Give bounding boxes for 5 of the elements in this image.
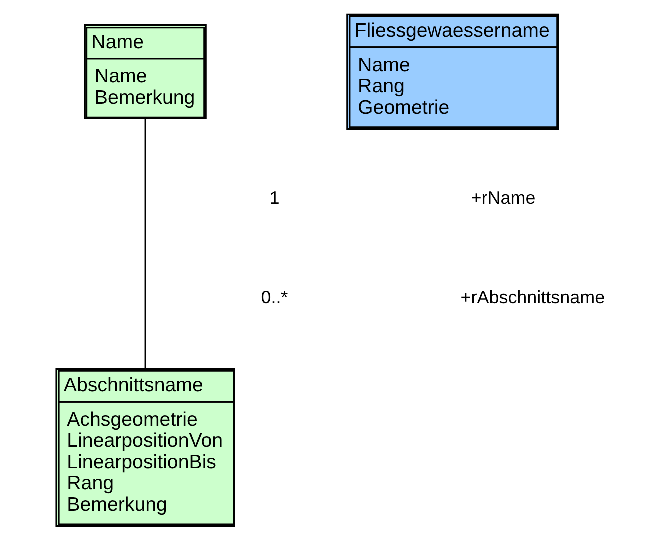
label: 0..* [260,288,288,308]
label: +rName [470,188,536,208]
label: +rAbschnittsname [460,288,605,308]
connector [144,118,146,370]
label: 1 [269,188,280,208]
